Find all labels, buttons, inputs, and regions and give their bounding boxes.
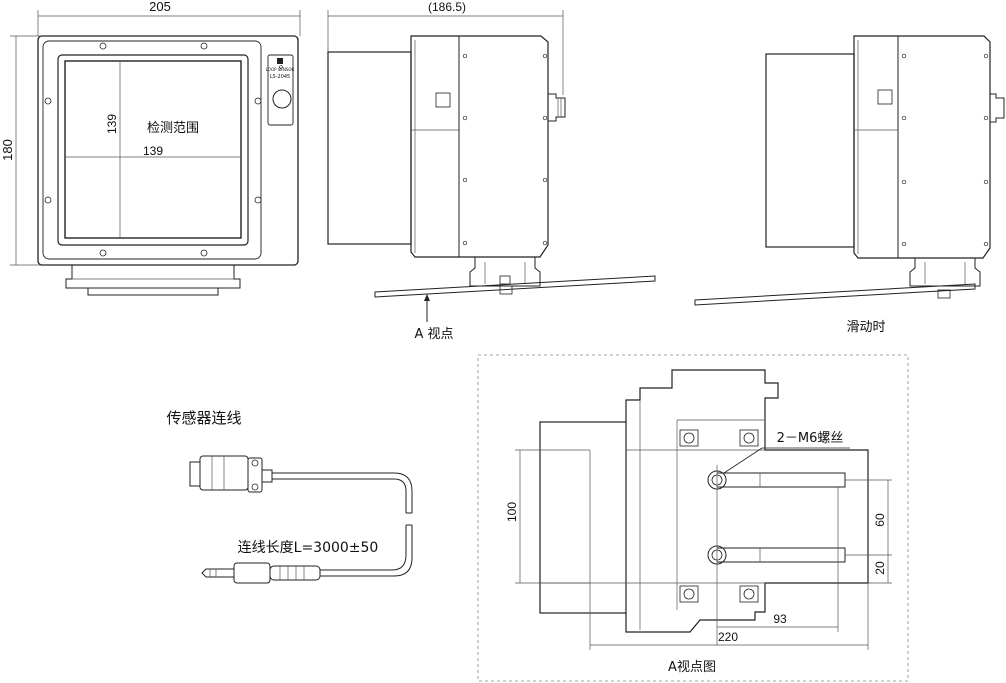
dim-93: 93 <box>773 612 787 626</box>
detection-window <box>57 54 249 246</box>
detection-area-label: 检测范围 <box>147 121 199 136</box>
front-view: 205 180 LOOP SENSOR LS-2045 139 139 检测范围 <box>0 0 301 296</box>
screw-label: 2－M6螺丝 <box>777 431 844 446</box>
control-panel <box>267 54 294 126</box>
cable-length-label: 连线长度L=3000±50 <box>238 540 379 556</box>
side-depth-dim: (186.5) <box>428 0 466 14</box>
front-width-dim: 205 <box>149 0 171 14</box>
viewpoint-a-label: A 视点 <box>414 327 453 342</box>
mounting-plate <box>374 275 656 298</box>
dim-20: 20 <box>873 561 887 575</box>
frame-screws <box>44 42 262 257</box>
dim-220: 220 <box>718 630 738 644</box>
inner-width-dim: 139 <box>143 144 163 158</box>
front-height-dim: 180 <box>0 139 15 161</box>
connector-icon <box>548 93 566 122</box>
dim-100: 100 <box>505 502 519 522</box>
panel-text-2: LS-2045 <box>270 74 291 80</box>
sensitivity-knob-icon <box>272 89 292 109</box>
slide-label: 滑动时 <box>846 320 885 335</box>
a-viewpoint-drawing: 2－M6螺丝 100 60 20 93 220 A视点图 <box>477 354 909 682</box>
inner-height-dim: 139 <box>105 114 119 134</box>
side-view: (186.5) A 视点 <box>327 0 656 342</box>
panel-text-1: LOOP SENSOR <box>266 67 295 72</box>
front-housing <box>37 35 299 266</box>
cable-title: 传感器连线 <box>166 409 241 427</box>
slide-view: 滑动时 <box>694 35 1005 335</box>
sensor-cable: 传感器连线 连线长度L=3000±50 <box>166 409 413 584</box>
dim-60: 60 <box>873 513 887 527</box>
a-view-caption: A视点图 <box>668 660 716 675</box>
